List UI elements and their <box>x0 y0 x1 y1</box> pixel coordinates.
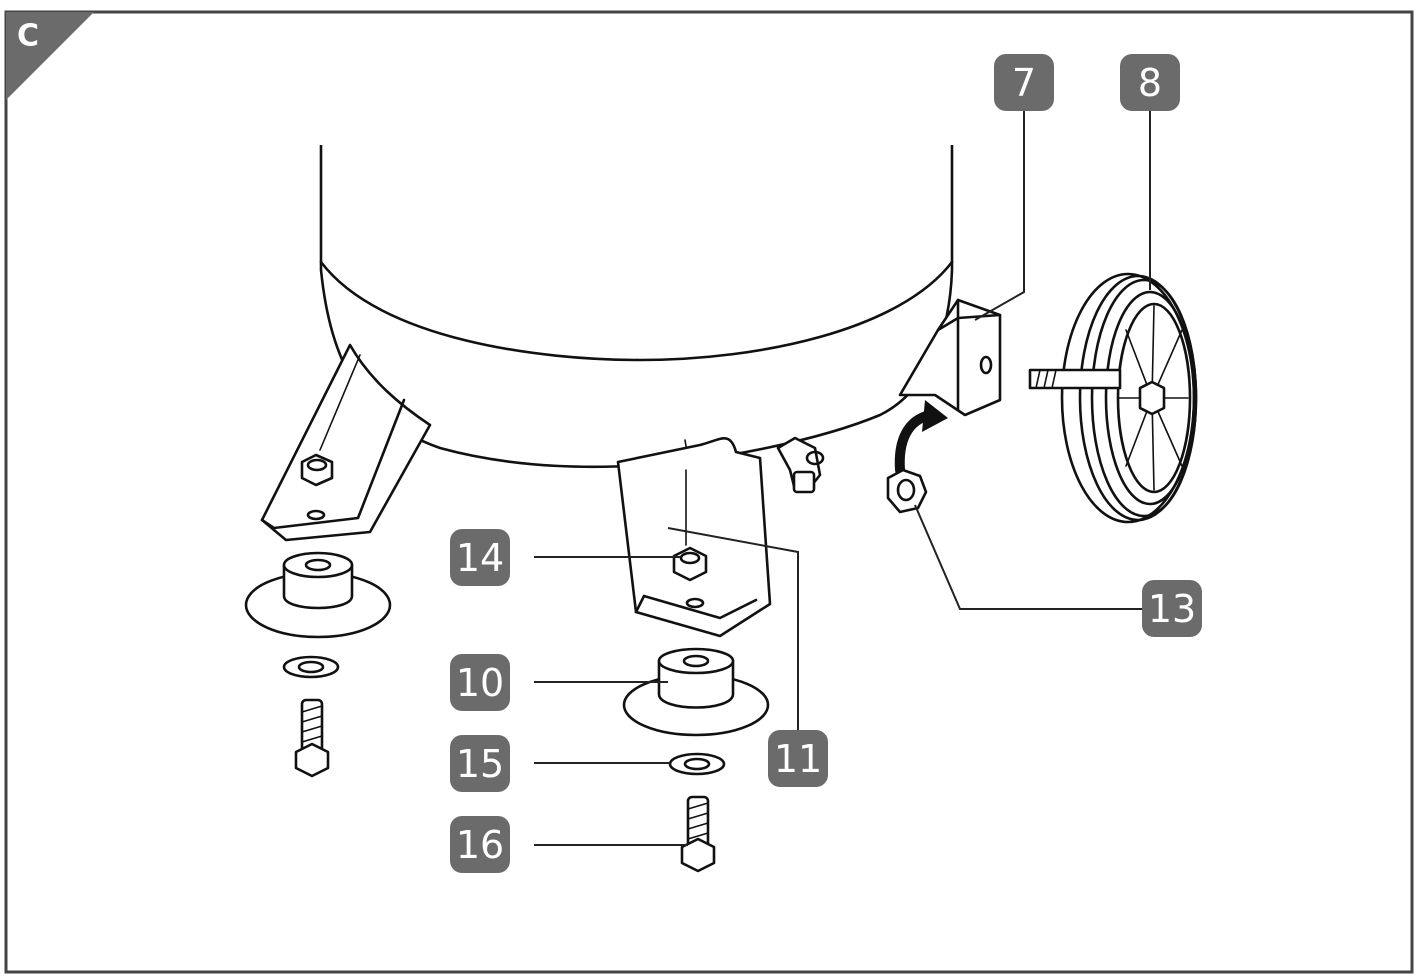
callout-10: 10 <box>450 654 510 711</box>
center-foot-leg <box>616 437 772 638</box>
callout-16: 16 <box>450 816 510 873</box>
center-rubber-foot <box>622 647 770 737</box>
callout-13: 13 <box>1142 580 1202 637</box>
wheel-nut <box>886 468 928 514</box>
tank-seam <box>319 260 954 362</box>
panel-letter: C <box>17 19 39 54</box>
callout-14: 14 <box>450 529 510 586</box>
left-foot-leg <box>260 343 432 542</box>
wheel-bracket <box>898 298 1002 417</box>
callout-15-label: 15 <box>456 742 504 786</box>
callout-16-label: 16 <box>456 823 504 867</box>
callout-11: 11 <box>768 730 828 787</box>
left-foot-nut <box>300 453 334 487</box>
center-bolt <box>680 795 716 873</box>
wheel-axle <box>1028 368 1122 390</box>
leader-lines <box>534 111 1151 846</box>
wheel <box>1028 272 1198 524</box>
callout-15: 15 <box>450 735 510 792</box>
left-washer <box>282 655 340 679</box>
figure-frame <box>4 10 1414 974</box>
left-bolt <box>294 698 330 778</box>
center-washer <box>668 752 726 776</box>
callout-13-label: 13 <box>1148 587 1196 631</box>
panel-corner-label: C <box>6 12 94 100</box>
callout-8: 8 <box>1120 54 1180 111</box>
center-foot-nut <box>672 546 708 582</box>
callout-7: 7 <box>994 54 1054 111</box>
mount-arrow-icon <box>894 400 948 475</box>
callout-14-label: 14 <box>456 536 504 580</box>
callout-11-label: 11 <box>774 737 822 781</box>
callout-8-label: 8 <box>1138 61 1162 105</box>
corner-triangle <box>6 12 94 100</box>
drain-valve <box>776 436 825 494</box>
callout-10-label: 10 <box>456 661 504 705</box>
left-rubber-foot <box>244 551 392 639</box>
callout-7-label: 7 <box>1012 61 1036 105</box>
